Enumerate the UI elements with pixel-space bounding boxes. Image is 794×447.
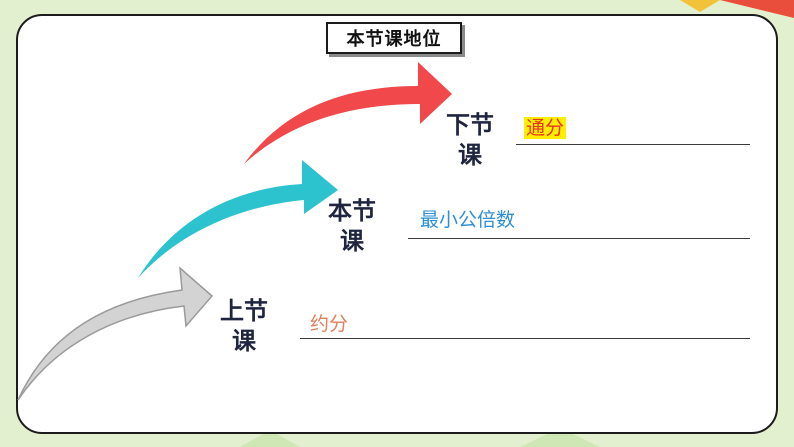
next-lesson-note-text: 通分 (524, 117, 567, 139)
current-lesson-arrow (138, 160, 338, 278)
previous-lesson-label: 上节课 (220, 297, 268, 355)
previous-lesson-underline (300, 338, 750, 339)
current-lesson-underline (408, 238, 750, 239)
previous-lesson-arrow (17, 266, 214, 401)
pencil-decoration (680, 0, 720, 12)
next-lesson-label: 下节课 (446, 111, 494, 169)
current-lesson-label: 本节课 (328, 197, 376, 255)
previous-lesson-note: 约分 (310, 313, 349, 335)
current-lesson-note: 最小公倍数 (420, 209, 516, 231)
next-lesson-arrow (244, 62, 452, 164)
slide-card (16, 14, 778, 434)
pencil-tip-decoration (720, 0, 794, 18)
leaf-decoration-2 (520, 428, 600, 447)
leaf-decoration (240, 430, 300, 447)
next-lesson-underline (516, 144, 750, 145)
slide-title: 本节课地位 (326, 22, 462, 54)
next-lesson-note: 通分 (524, 116, 567, 140)
